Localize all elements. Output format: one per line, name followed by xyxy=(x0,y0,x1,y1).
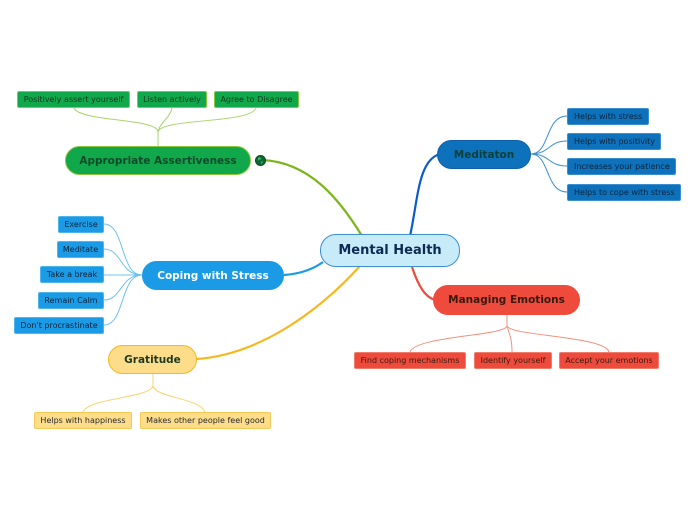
links-assertiveness-children xyxy=(73,107,257,146)
central-topic-label: Mental Health xyxy=(338,243,442,258)
topic-meditation[interactable]: Meditaton xyxy=(437,140,531,169)
subtopic-agree-to-disagree[interactable]: Agree to Disagree xyxy=(214,91,299,108)
subtopic-label: Listen actively xyxy=(143,95,201,104)
subtopic-helps-with-positivity[interactable]: Helps with positivity xyxy=(567,133,661,150)
subtopic-helps-with-stress[interactable]: Helps with stress xyxy=(567,108,649,125)
subtopic-helps-to-cope-with-stress[interactable]: Helps to cope with stress xyxy=(567,184,681,201)
topic-coping-with-stress[interactable]: Coping with Stress xyxy=(142,261,284,290)
link-center-assertiveness xyxy=(261,158,363,237)
subtopic-helps-with-happiness[interactable]: Helps with happiness xyxy=(34,412,132,429)
subtopic-label: Remain Calm xyxy=(44,296,98,305)
subtopic-label: Identify yourself xyxy=(480,356,546,365)
subtopic-find-coping-mechanisms[interactable]: Find coping mechanisms xyxy=(354,352,466,369)
link-center-meditation xyxy=(408,152,441,237)
subtopic-accept-your-emotions[interactable]: Accept your emotions xyxy=(559,352,659,369)
topic-gratitude[interactable]: Gratitude xyxy=(108,345,197,374)
topic-label: Meditaton xyxy=(453,148,515,161)
subtopic-label: Exercise xyxy=(64,220,98,229)
subtopic-increases-your-patience[interactable]: Increases your patience xyxy=(567,158,676,175)
subtopic-label: Take a break xyxy=(46,270,98,279)
globe-icon[interactable] xyxy=(255,155,266,166)
links-meditation-children xyxy=(530,115,568,193)
link-center-emotions xyxy=(410,266,437,302)
subtopic-identify-yourself[interactable]: Identify yourself xyxy=(474,352,552,369)
subtopic-exercise[interactable]: Exercise xyxy=(58,216,104,233)
links-gratitude-children xyxy=(82,374,206,413)
subtopic-label: Makes other people feel good xyxy=(146,416,265,425)
subtopic-label: Find coping mechanisms xyxy=(360,356,460,365)
subtopic-positively-assert-yourself[interactable]: Positively assert yourself xyxy=(17,91,130,108)
topic-label: Appropriate Assertiveness xyxy=(79,154,237,167)
links-coping-children xyxy=(103,223,143,326)
subtopic-label: Increases your patience xyxy=(574,162,670,171)
topic-managing-emotions[interactable]: Managing Emotions xyxy=(433,285,580,315)
subtopic-listen-actively[interactable]: Listen actively xyxy=(137,91,207,108)
topic-label: Managing Emotions xyxy=(448,294,565,306)
subtopic-meditate[interactable]: Meditate xyxy=(57,241,104,258)
subtopic-label: Positively assert yourself xyxy=(23,95,124,104)
subtopic-label: Helps with happiness xyxy=(40,416,126,425)
topic-label: Coping with Stress xyxy=(157,269,269,282)
subtopic-label: Helps to cope with stress xyxy=(574,188,675,197)
subtopic-label: Helps with positivity xyxy=(574,137,656,146)
subtopic-label: Agree to Disagree xyxy=(220,95,293,104)
link-center-gratitude xyxy=(195,265,361,361)
subtopic-label: Don't procrastinate xyxy=(20,321,98,330)
subtopic-label: Meditate xyxy=(62,245,99,254)
subtopic-take-a-break[interactable]: Take a break xyxy=(40,266,104,283)
links-emotions-children xyxy=(409,315,610,353)
subtopic-remain-calm[interactable]: Remain Calm xyxy=(38,292,104,309)
subtopic-label: Helps with stress xyxy=(574,112,643,121)
subtopic-label: Accept your emotions xyxy=(565,356,653,365)
topic-appropriate-assertiveness[interactable]: Appropriate Assertiveness xyxy=(65,146,251,175)
subtopic-dont-procrastinate[interactable]: Don't procrastinate xyxy=(14,317,104,334)
topic-label: Gratitude xyxy=(124,353,181,366)
subtopic-makes-other-people-feel-good[interactable]: Makes other people feel good xyxy=(140,412,271,429)
link-center-coping xyxy=(283,261,324,277)
central-topic[interactable]: Mental Health xyxy=(320,234,460,267)
